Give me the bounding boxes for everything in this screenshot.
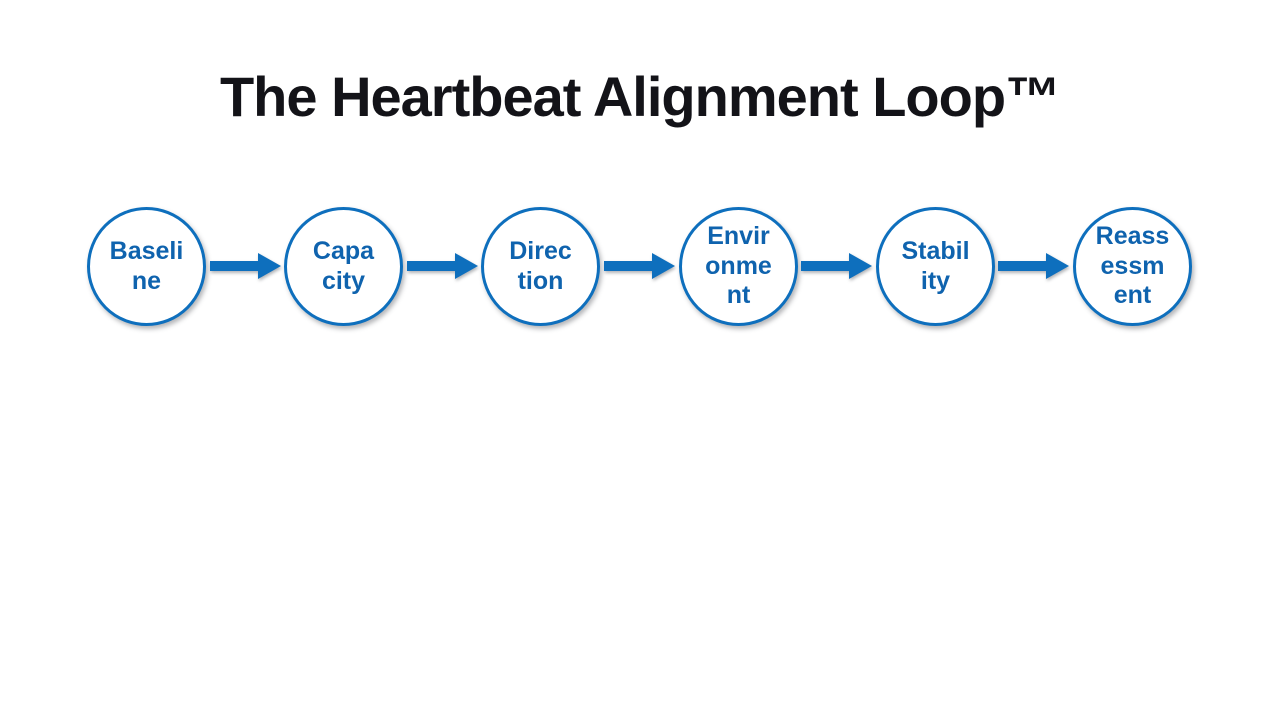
step-label: Envir onme nt <box>705 222 772 310</box>
slide-title: The Heartbeat Alignment Loop™ <box>219 65 1061 128</box>
step-node-reassessment: Reass essm ent <box>1073 207 1192 326</box>
step-node-baseline: Baseli ne <box>87 207 206 326</box>
step-label: Capa city <box>312 237 375 295</box>
step-label: Reass essm ent <box>1095 222 1170 310</box>
step-label: Direc tion <box>509 237 572 295</box>
step-node-stability: Stabil ity <box>876 207 995 326</box>
step-node-capacity: Capa city <box>284 207 403 326</box>
step-label: Baseli ne <box>109 237 184 295</box>
flow-arrow-icon <box>801 253 872 279</box>
step-node-environment: Envir onme nt <box>679 207 798 326</box>
step-node-direction: Direc tion <box>481 207 600 326</box>
flow-arrow-icon <box>604 253 675 279</box>
flow-arrow-icon <box>407 253 478 279</box>
flow-arrow-icon <box>210 253 281 279</box>
step-label: Stabil ity <box>901 237 970 295</box>
flow-arrow-icon <box>998 253 1069 279</box>
